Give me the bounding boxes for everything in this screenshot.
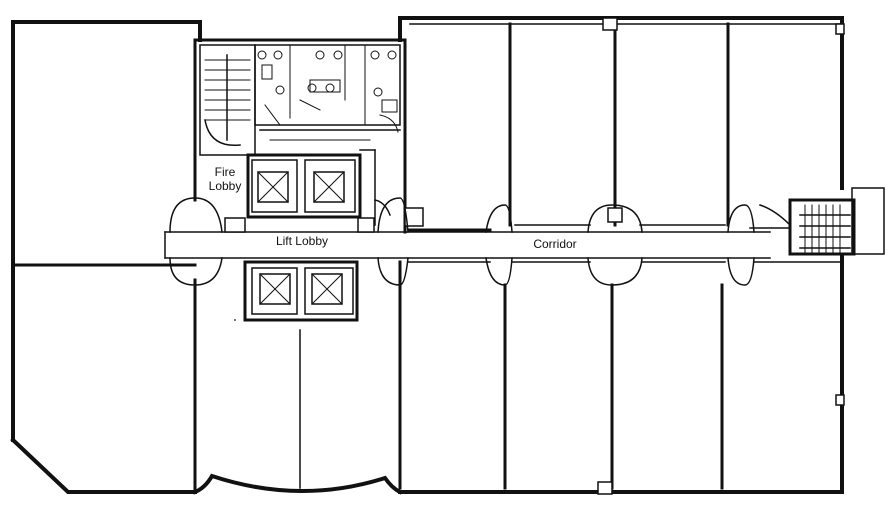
top-right-offices (404, 17, 843, 232)
corridor (164, 197, 771, 286)
fire-lobby-label-line2: Lobby (208, 179, 242, 193)
corridor-label: Corridor (533, 237, 577, 251)
left-offices (11, 263, 301, 494)
right-staircase (759, 187, 885, 256)
fire-lobby-label: Fire Lobby (200, 165, 250, 193)
bottom-offices (398, 23, 845, 495)
lift-lobby-label: Lift Lobby (275, 234, 329, 248)
fire-lobby-label-line1: Fire (214, 165, 236, 179)
building-outline (10, 16, 844, 495)
core-services (199, 44, 401, 322)
